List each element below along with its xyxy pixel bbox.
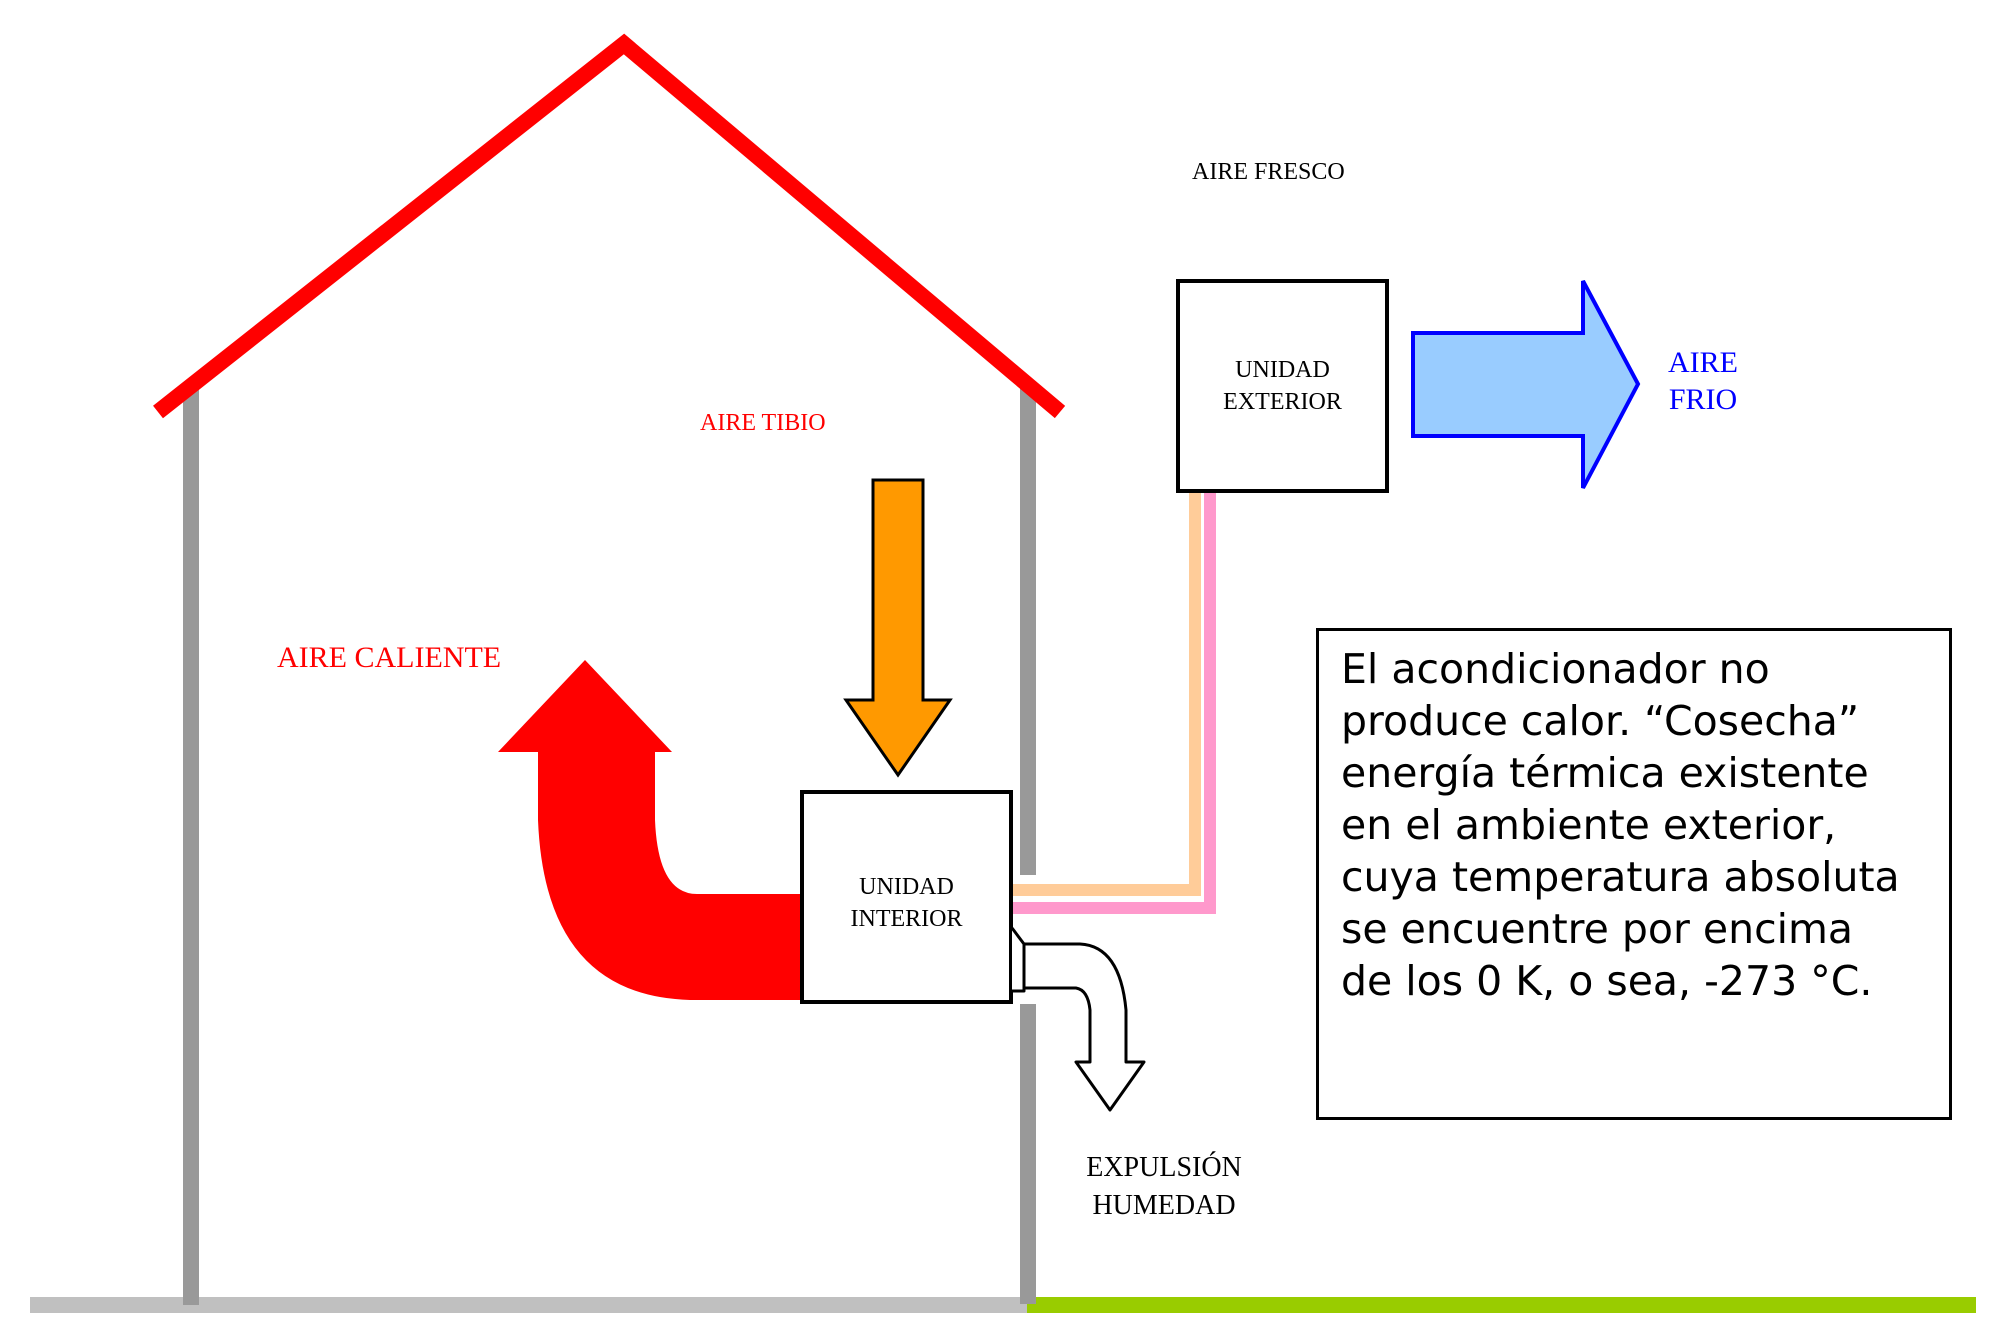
label-aire-frio-line2: FRIO [1668,383,1738,416]
label-unidad-exterior-line2: EXTERIOR [1223,389,1342,415]
explanation-note-text: El acondicionador no produce calor. “Cos… [1341,645,1900,1005]
label-aire-frio: AIRE FRIO [1668,344,1738,418]
label-aire-fresco: AIRE FRESCO [1192,159,1345,185]
indoor-floor [30,1297,1028,1313]
outdoor-unit [1176,279,1389,493]
label-unidad-interior-line2: INTERIOR [850,906,963,932]
label-aire-frio-line1: AIRE [1668,346,1738,379]
refrigerant-pipe-gas [1012,492,1216,914]
label-expulsion-line1: EXPULSIÓN [1086,1152,1242,1183]
label-aire-caliente: AIRE CALIENTE [277,641,502,674]
house-roof [153,33,1066,419]
moisture-expulsion-arrow [1010,927,1146,1112]
label-unidad-exterior: UNIDAD EXTERIOR [1178,354,1387,418]
house-left-wall [183,385,199,1305]
hot-air-arrow [498,660,803,1000]
cold-air-arrow [1411,280,1641,489]
house-right-wall-lower [1020,1004,1036,1304]
label-unidad-interior: UNIDAD INTERIOR [802,871,1011,935]
label-expulsion-line2: HUMEDAD [1092,1190,1236,1221]
house-right-wall-upper [1020,385,1036,875]
indoor-unit [800,790,1013,1004]
label-unidad-interior-line1: UNIDAD [859,874,954,900]
label-unidad-exterior-line1: UNIDAD [1235,357,1330,383]
label-aire-tibio: AIRE TIBIO [700,410,826,436]
explanation-note-box: El acondicionador no produce calor. “Cos… [1316,628,1952,1120]
label-expulsion-humedad: EXPULSIÓN HUMEDAD [1064,1149,1264,1225]
outdoor-ground [1027,1297,1976,1313]
refrigerant-pipe-liquid [1012,492,1201,896]
warm-air-arrow [843,478,953,778]
